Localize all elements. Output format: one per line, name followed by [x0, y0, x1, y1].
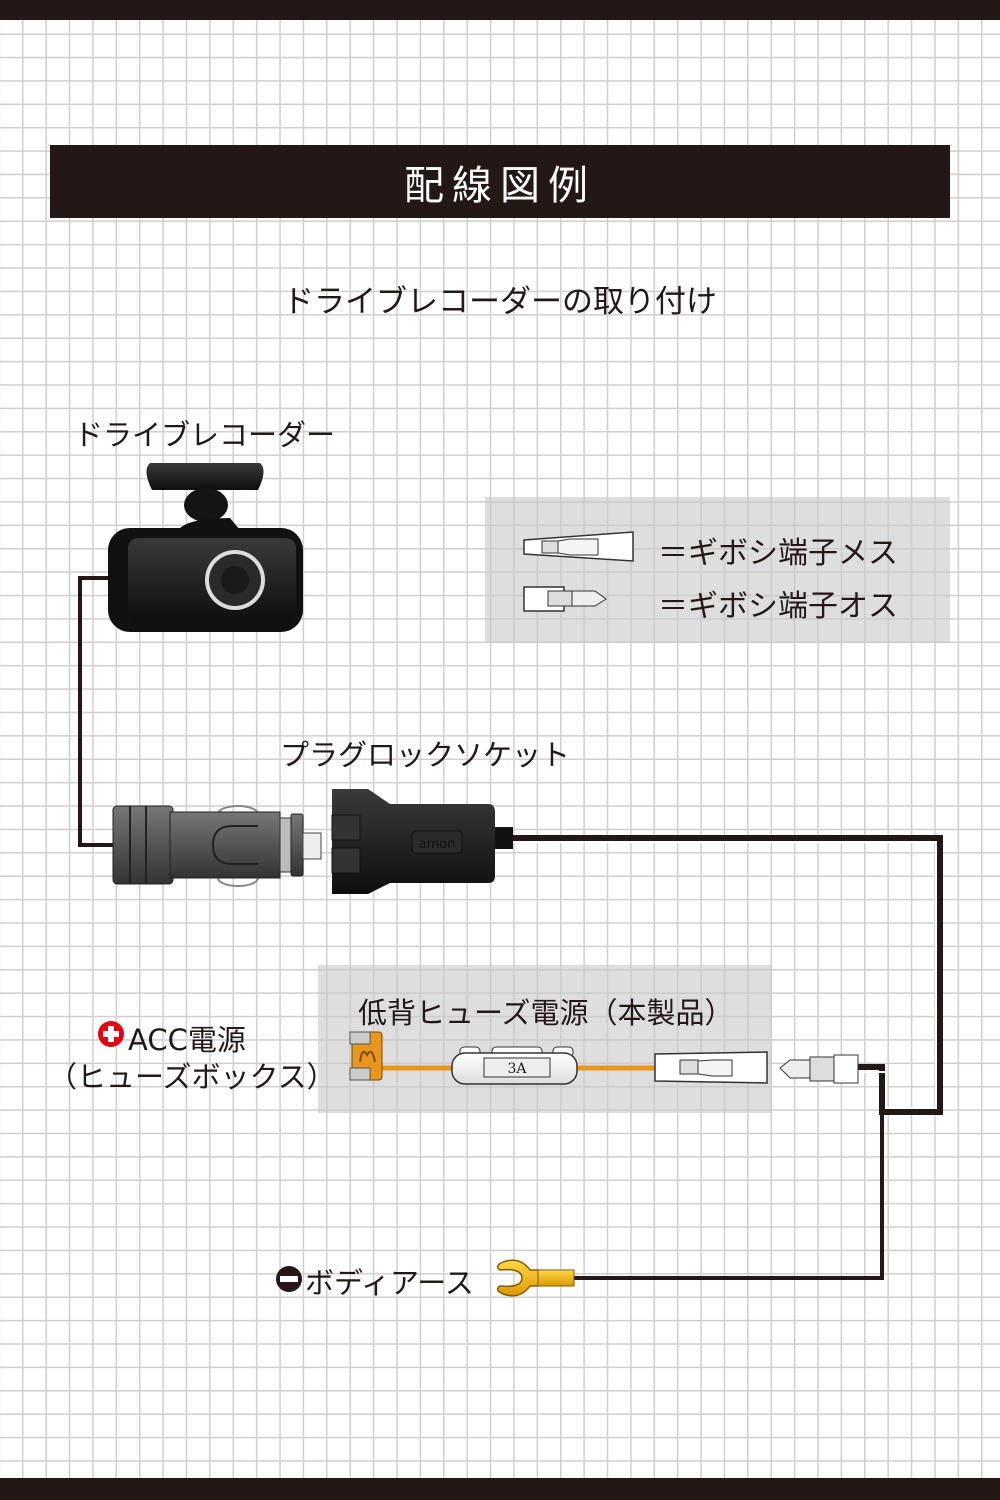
female-terminal-icon [654, 1051, 768, 1084]
fuse-power-label: 低背ヒューズ電源（本製品） [358, 996, 734, 1030]
socket-label: プラグロックソケット [280, 738, 571, 772]
legend-panel [485, 497, 950, 643]
body-ground-label: ボディアース [305, 1266, 474, 1300]
page-title: 配線図例 [404, 162, 596, 209]
socket-output-cable [510, 835, 943, 1115]
dashcam-cable [78, 576, 118, 847]
dashcam-icon [108, 463, 303, 632]
fuse-holder-icon: 3A [451, 1046, 578, 1085]
fuse-product-panel [318, 965, 772, 1113]
minus-icon [276, 1266, 302, 1292]
plus-icon [98, 1021, 124, 1047]
ground-terminal-icon [496, 1259, 575, 1297]
brand-logo: amon [419, 837, 456, 852]
top-bar [0, 0, 1000, 20]
fuse-box-label: （ヒューズボックス） [48, 1060, 336, 1094]
legend-female-label: ＝ギボシ端子メス [658, 536, 898, 571]
cigarette-plug-icon [112, 805, 322, 887]
dashcam-label: ドライブレコーダー [74, 418, 336, 452]
ground-cable [570, 1112, 884, 1280]
bottom-bar [0, 1478, 1000, 1500]
subtitle: ドライブレコーダーの取り付け [283, 284, 717, 320]
fuse-rating: 3A [507, 1061, 527, 1077]
legend-male-terminal-icon [523, 586, 607, 612]
male-terminal-icon [779, 1054, 859, 1084]
page-title-banner: 配線図例 [50, 145, 950, 218]
legend-female-terminal-icon [523, 531, 634, 562]
acc-power-label: ACC電源 [128, 1023, 246, 1057]
plug-lock-socket-icon: amon [331, 789, 513, 894]
legend-male-label: ＝ギボシ端子オス [658, 589, 898, 624]
low-profile-fuse-icon [349, 1031, 383, 1081]
